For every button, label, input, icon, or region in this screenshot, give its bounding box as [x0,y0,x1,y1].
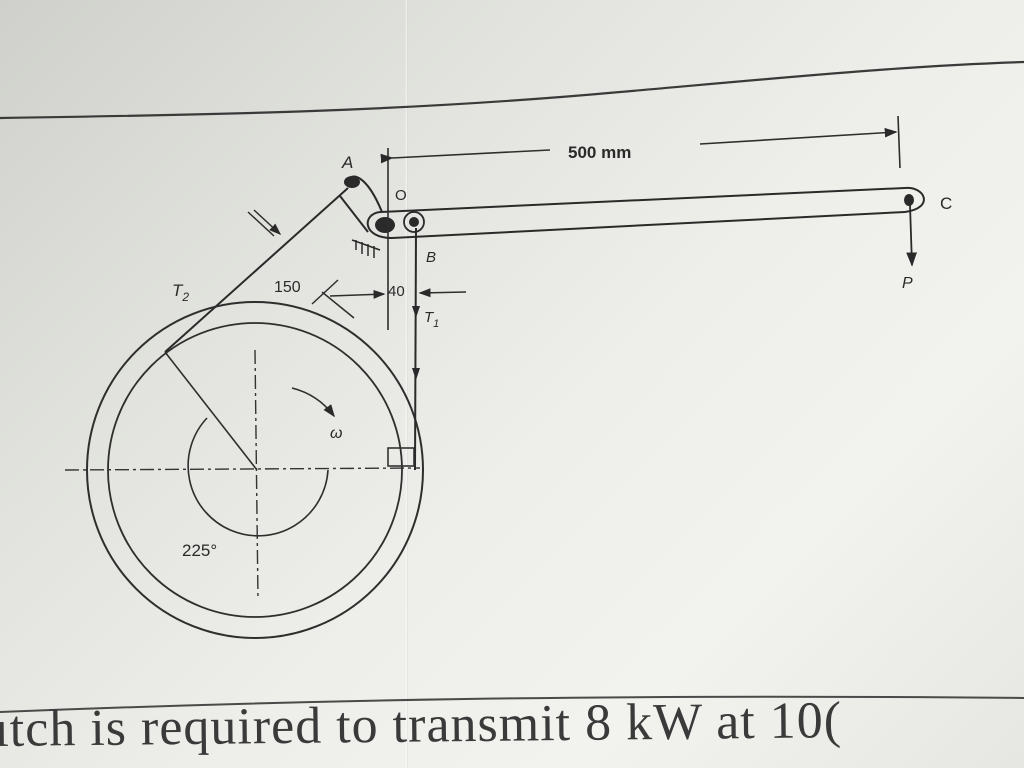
point-a-label: A [341,153,353,172]
lever-end-c [904,194,914,206]
drum-key [387,447,415,467]
top-rule [0,60,1024,120]
radius-line [164,351,258,471]
load-p-label: P [902,275,913,292]
load-arrow [906,204,917,267]
dimension-500 [380,115,901,330]
dimension-40 [329,288,467,299]
dimension-500-label: 500 mm [568,143,631,162]
drum-centerlines [64,349,421,601]
point-c-label: C [940,194,952,213]
band-pin-b [409,217,419,227]
anchor-pin-a [344,176,360,188]
band-tight-side [164,187,349,353]
tension-t2-label: T2 [172,281,189,304]
ground-hatch [351,239,381,258]
dimension-150-label: 150 [274,279,301,296]
pivot-pin-o [375,217,395,233]
wrap-angle-arc [187,417,329,537]
point-o-label: O [395,187,407,204]
brake-drum [86,301,424,639]
tension-t1-label: T1 [424,309,439,330]
wrap-angle-label: 225° [182,541,217,560]
paper-fold [405,0,408,768]
rotation-arrow [291,387,335,418]
problem-statement-text: ıtch is required to transmit 8 kW at 10( [0,692,843,758]
dimension-150 [247,209,355,319]
point-b-label: B [426,249,436,266]
bottom-rule [0,695,1024,713]
dimension-40-label: 40 [388,283,405,300]
lever-arm [339,175,925,239]
band-slack-side [414,227,417,471]
omega-label: ω [330,425,342,442]
